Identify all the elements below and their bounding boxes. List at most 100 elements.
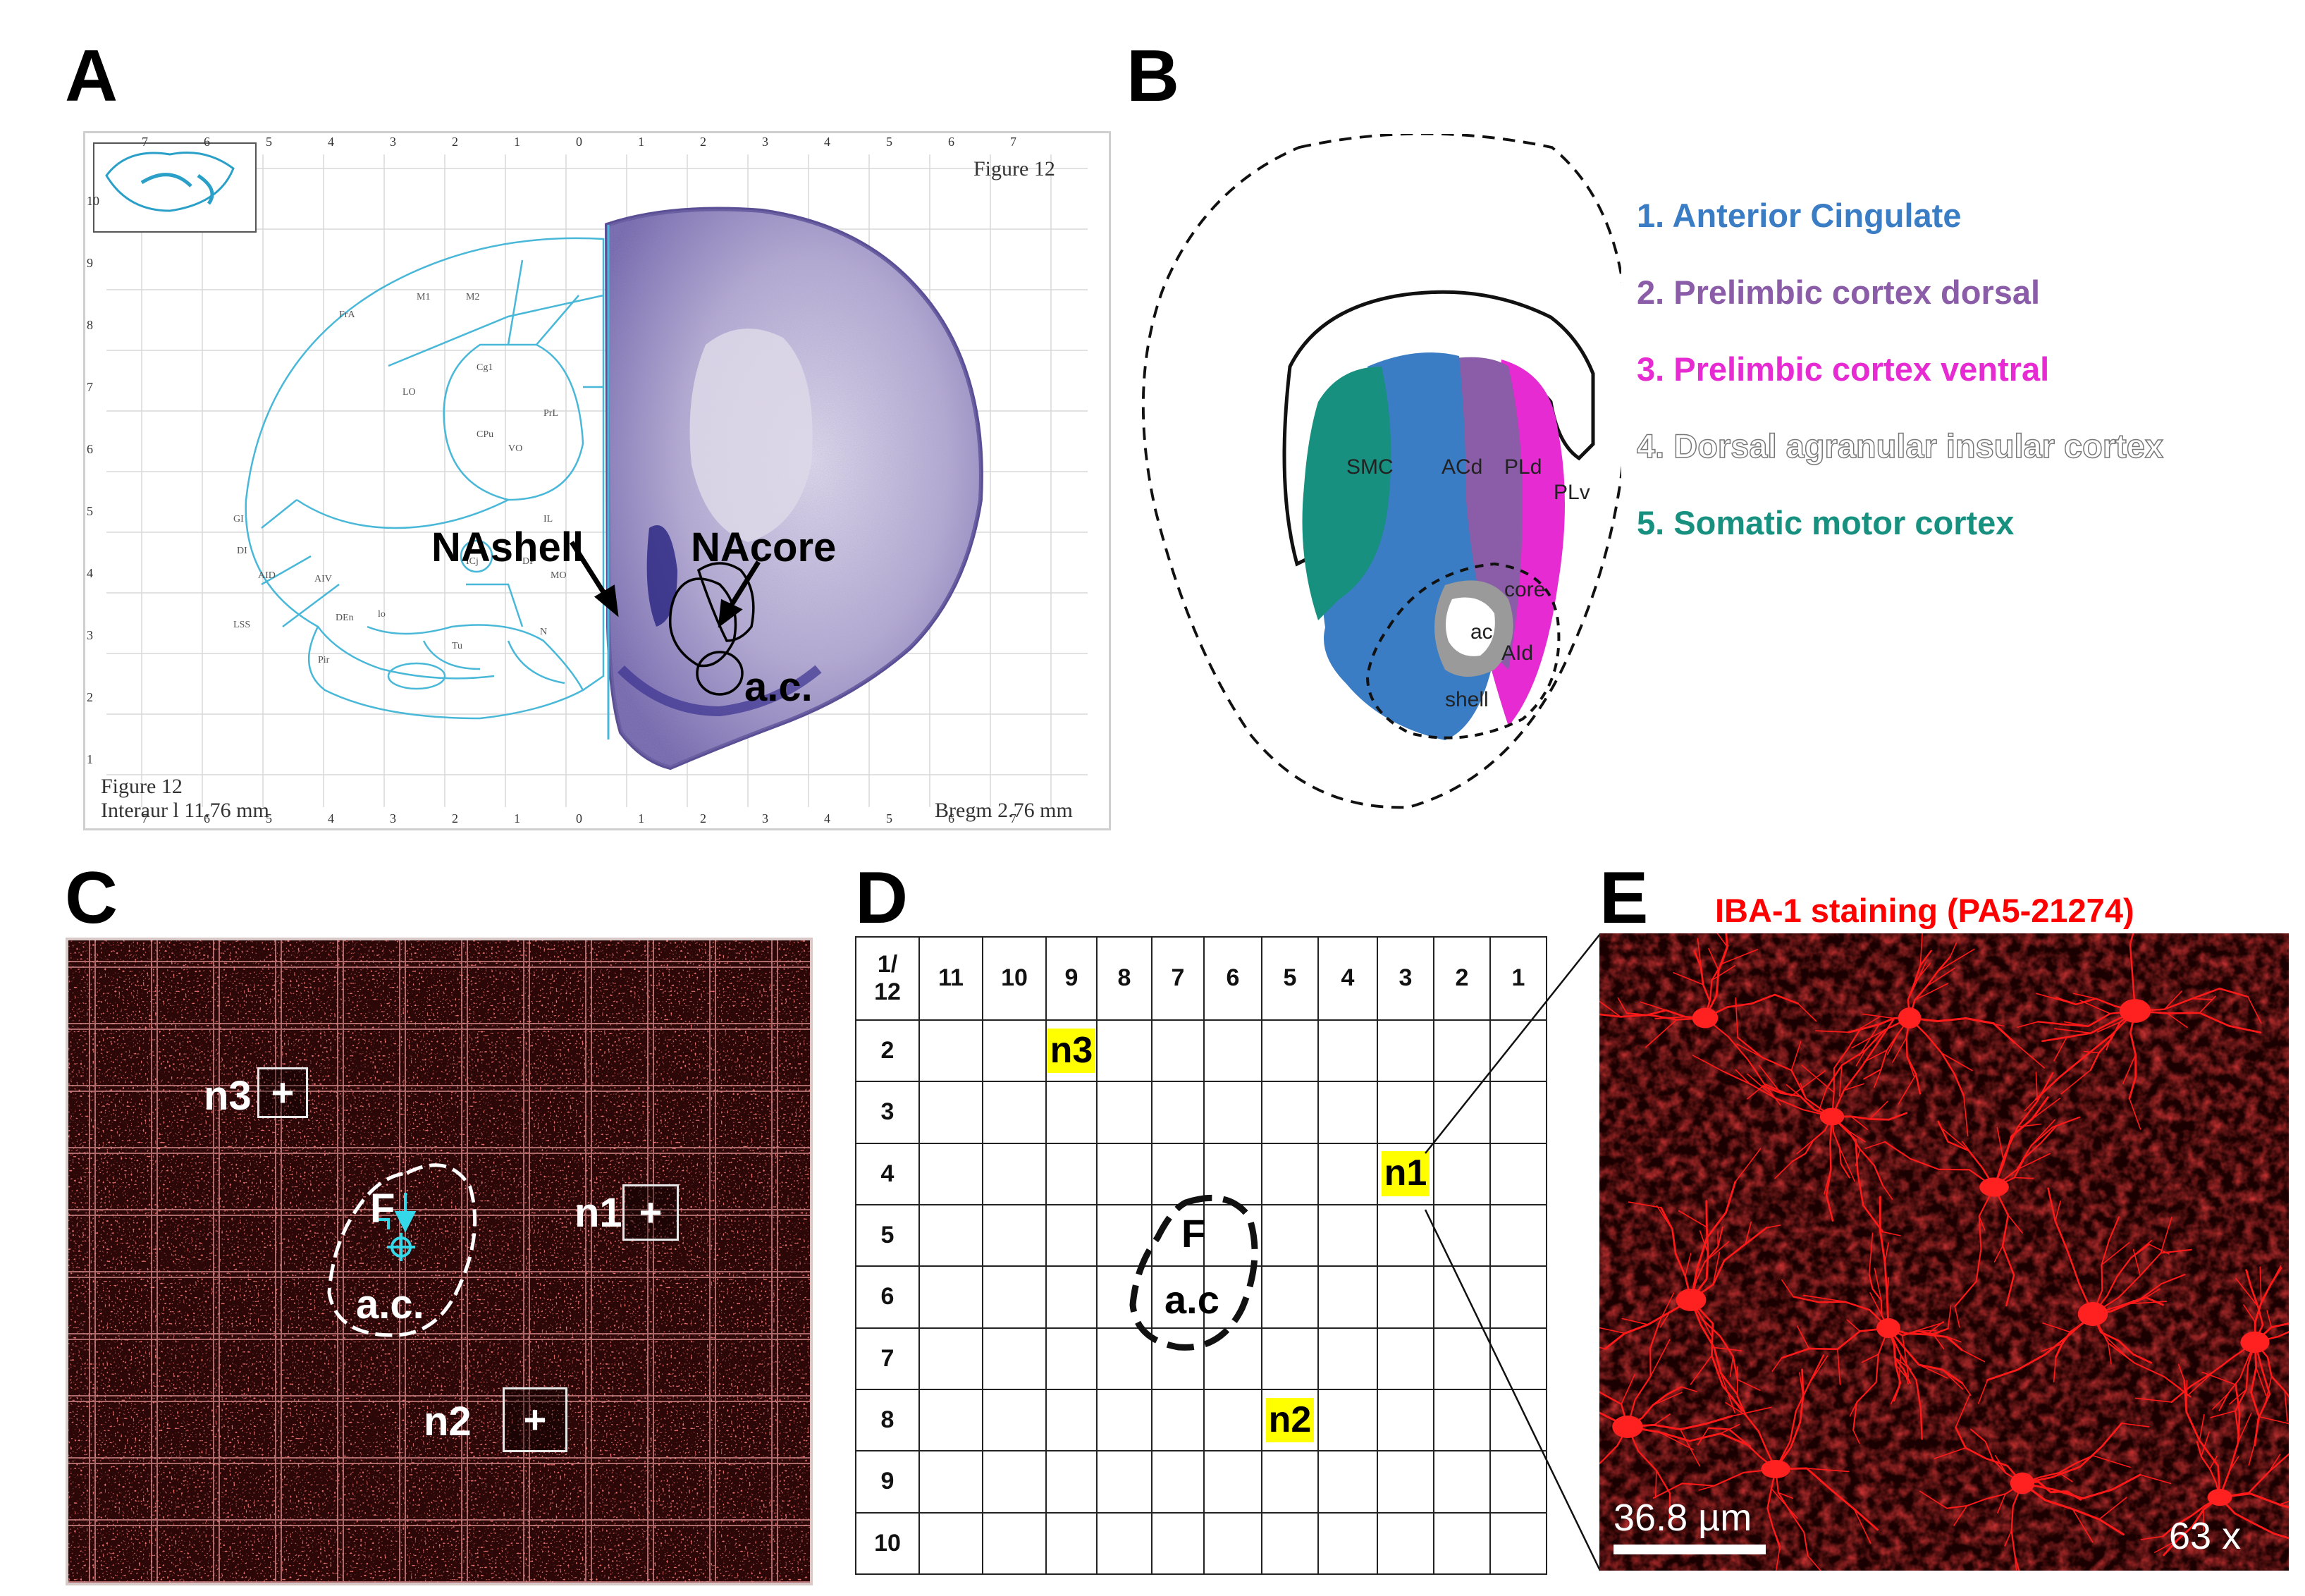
atlas-bottom-tick: 6 [948, 811, 954, 825]
interaural-coordinate: Interaur l 11.76 mm [101, 799, 269, 822]
legend-entry: 1. Anterior Cingulate [1637, 197, 1962, 234]
d-ac-outline [1129, 1194, 1258, 1351]
grid-cell [982, 1327, 1047, 1390]
grid-row-header: 5 [855, 1203, 920, 1267]
atlas-region-label: VO [508, 443, 523, 454]
grid-cell [1433, 1203, 1491, 1267]
n2-label: n2 [424, 1399, 472, 1444]
grid-cell [1261, 1327, 1319, 1390]
atlas-bottom-tick: 7 [1010, 811, 1016, 825]
atlas-bottom-tick: 1 [514, 811, 520, 825]
atlas-bottom-tick: 1 [638, 811, 644, 825]
grid-cell [1096, 1019, 1152, 1083]
mpfc-region-label: ac [1470, 620, 1493, 644]
atlas-bottom-tick: 2 [452, 811, 458, 825]
tiled-fluorescence-scan: n3 + n1 + F a.c. n2 + [66, 938, 813, 1585]
atlas-top-tick: 6 [948, 135, 954, 149]
region-ac [1446, 597, 1495, 656]
grid-cell [1433, 1450, 1491, 1514]
atlas-top-tick: 6 [204, 135, 210, 149]
grid-row-header: 10 [855, 1511, 920, 1576]
panel-letter-c: C [65, 857, 118, 939]
atlas-side-tick: 3 [87, 628, 93, 642]
grid-cell [1151, 1450, 1205, 1514]
atlas-plate: Figure 12 Figure 12 Interaur l 11.76 mm … [83, 131, 1111, 830]
grid-cell [982, 1265, 1047, 1329]
atlas-side-tick: 5 [87, 504, 93, 518]
grid-cell [1151, 1019, 1205, 1083]
grid-cell [1096, 1327, 1152, 1390]
grid-cell [1489, 1450, 1547, 1514]
atlas-bottom-tick: 4 [824, 811, 830, 825]
grid-cell [1377, 1265, 1434, 1329]
atlas-region-label: MO [551, 570, 567, 581]
grid-cell [1151, 1511, 1205, 1576]
figure-number-top: Figure 12 [973, 157, 1055, 180]
grid-cell [918, 1511, 983, 1576]
atlas-top-tick: 3 [390, 135, 396, 149]
atlas-region-label: PrL [543, 408, 558, 419]
grid-cell [1203, 1019, 1262, 1083]
grid-row-header: 4 [855, 1142, 920, 1205]
atlas-region-label: DI [237, 546, 247, 556]
grid-column-header: 5 [1261, 936, 1319, 1021]
grid-cell [1261, 1511, 1319, 1576]
grid-cell [1045, 1450, 1098, 1514]
grid-cell [1317, 1203, 1378, 1267]
grid-cell [1433, 1142, 1491, 1205]
atlas-region-label: GI [233, 514, 244, 524]
grid-cell [1377, 1450, 1434, 1514]
atlas-bottom-tick: 6 [204, 811, 210, 825]
anterior-commissure-label: a.c. [744, 664, 813, 710]
tile-mark-n3: n3 [1047, 1028, 1096, 1074]
grid-cell [1261, 1081, 1319, 1144]
mpfc-region-label: PLv [1554, 481, 1590, 504]
atlas-top-tick: 4 [328, 135, 334, 149]
legend-entry: 5. Somatic motor cortex [1637, 504, 2015, 541]
grid-cell: n1 [1377, 1142, 1434, 1205]
grid-cell [1377, 1327, 1434, 1390]
grid-row-header: 9 [855, 1450, 920, 1514]
mpfc-schematic [1141, 134, 1621, 809]
atlas-region-label: Tu [452, 641, 463, 651]
grid-cell [1203, 1388, 1262, 1452]
grid-cell [1045, 1388, 1098, 1452]
grid-cell [1489, 1142, 1547, 1205]
grid-cell [982, 1081, 1047, 1144]
mpfc-region-label: core [1504, 578, 1546, 601]
ac-outline [327, 1163, 477, 1337]
grid-column-header: 10 [982, 936, 1047, 1021]
atlas-bottom-tick: 5 [886, 811, 892, 825]
grid-cell [1261, 1203, 1319, 1267]
grid-cell [1261, 1142, 1319, 1205]
legend-entry: 3. Prelimbic cortex ventral [1637, 350, 2050, 388]
atlas-region-label: AIV [314, 574, 332, 584]
atlas-side-tick: 1 [87, 752, 93, 766]
grid-cell [1096, 1388, 1152, 1452]
n3-label: n3 [204, 1073, 252, 1119]
grid-cell [918, 1081, 983, 1144]
atlas-region-label: N [540, 627, 548, 637]
grid-cell [1045, 1265, 1098, 1329]
grid-corner-cell: 1/ 12 [855, 936, 920, 1021]
grid-cell [1433, 1327, 1491, 1390]
section-outline [1141, 134, 1621, 809]
atlas-bottom-tick: 4 [328, 811, 334, 825]
atlas-side-tick: 2 [87, 690, 93, 704]
grid-column-header: 2 [1433, 936, 1491, 1021]
grid-row-header: 2 [855, 1019, 920, 1083]
grid-cell [1096, 1081, 1152, 1144]
atlas-top-tick: 3 [762, 135, 768, 149]
mpfc-region-label: shell [1445, 688, 1489, 711]
scale-bar-label: 36.8 µm [1614, 1497, 1752, 1539]
atlas-side-tick: 7 [87, 380, 93, 394]
atlas-bottom-tick: 3 [390, 811, 396, 825]
grid-cell [918, 1265, 983, 1329]
grid-cell [1433, 1019, 1491, 1083]
grid-cell [1096, 1450, 1152, 1514]
atlas-region-label: DP [522, 556, 535, 567]
atlas-side-tick: 10 [87, 194, 99, 208]
grid-column-header: 6 [1203, 936, 1262, 1021]
atlas-region-label: LO [402, 387, 416, 398]
grid-cell [1489, 1081, 1547, 1144]
